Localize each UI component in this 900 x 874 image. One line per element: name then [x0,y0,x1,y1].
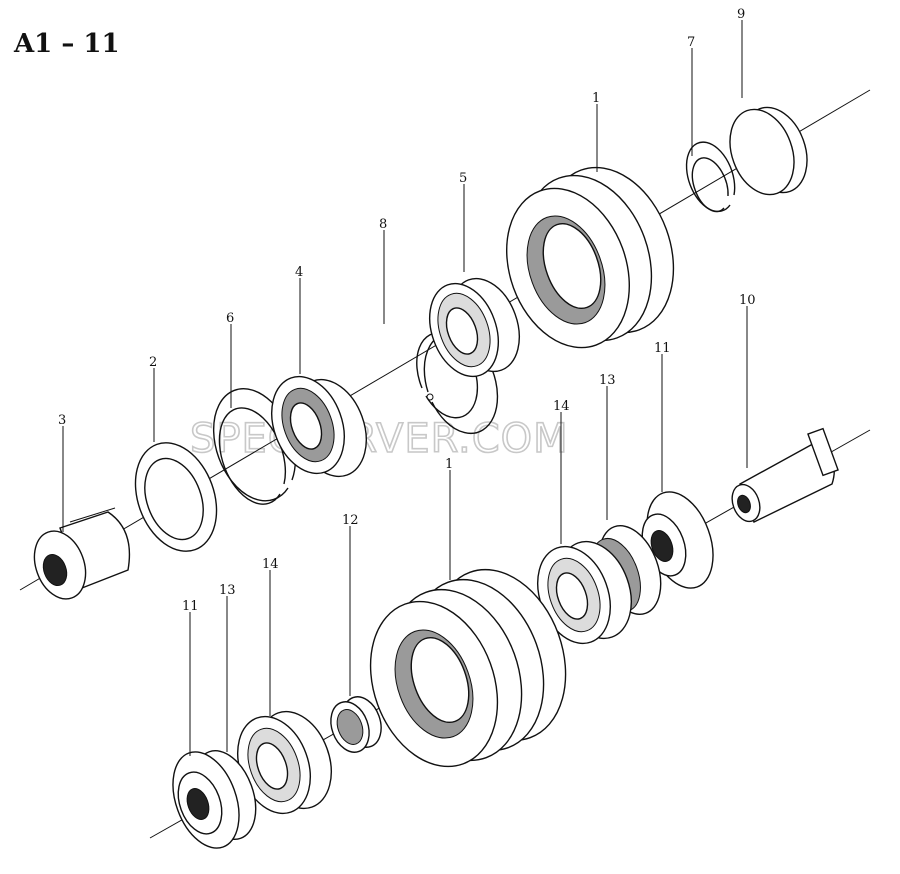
callout-3: 3 [58,413,66,428]
part-4-ball-bearing [271,375,367,478]
callout-4: 4 [295,265,303,280]
callout-8: 8 [379,217,387,232]
callout-5: 5 [459,171,467,186]
callout-labels: 1 2 3 4 5 6 7 8 9 10 11 13 14 1 12 14 13… [58,7,756,614]
callout-11-left: 11 [182,599,199,614]
part-3-flanged-bushing [33,507,131,600]
callout-10: 10 [739,293,756,308]
callout-1-bottom: 1 [445,457,453,472]
callout-6: 6 [226,311,234,326]
callout-12: 12 [342,513,359,528]
part-10-shaft [731,427,839,523]
diagram-title: A1 – 11 [13,29,120,59]
callout-1-top: 1 [592,91,600,106]
watermark: SPECSERVER.COM [190,416,569,462]
part-9-end-cap [729,106,808,196]
part-1-roller-wheel-upper [506,166,675,349]
callout-14-left: 14 [262,557,279,572]
callout-11-right: 11 [654,341,671,356]
part-2-thrust-washer [134,442,218,552]
part-12-small-bushing [330,696,382,753]
part-1-roller-wheel-lower [369,568,567,768]
callout-leaders [62,20,748,756]
callout-7: 7 [687,35,695,50]
callout-13-left: 13 [219,583,236,598]
part-5-roller-bearing [429,277,520,378]
callout-13-right: 13 [599,373,616,388]
callout-14-right: 14 [553,399,570,414]
part-7-circlip [685,141,736,213]
part-11-washer-left [172,751,240,849]
part-14-bearing-right [537,540,632,645]
callout-9: 9 [737,7,745,22]
callout-2: 2 [149,355,157,370]
